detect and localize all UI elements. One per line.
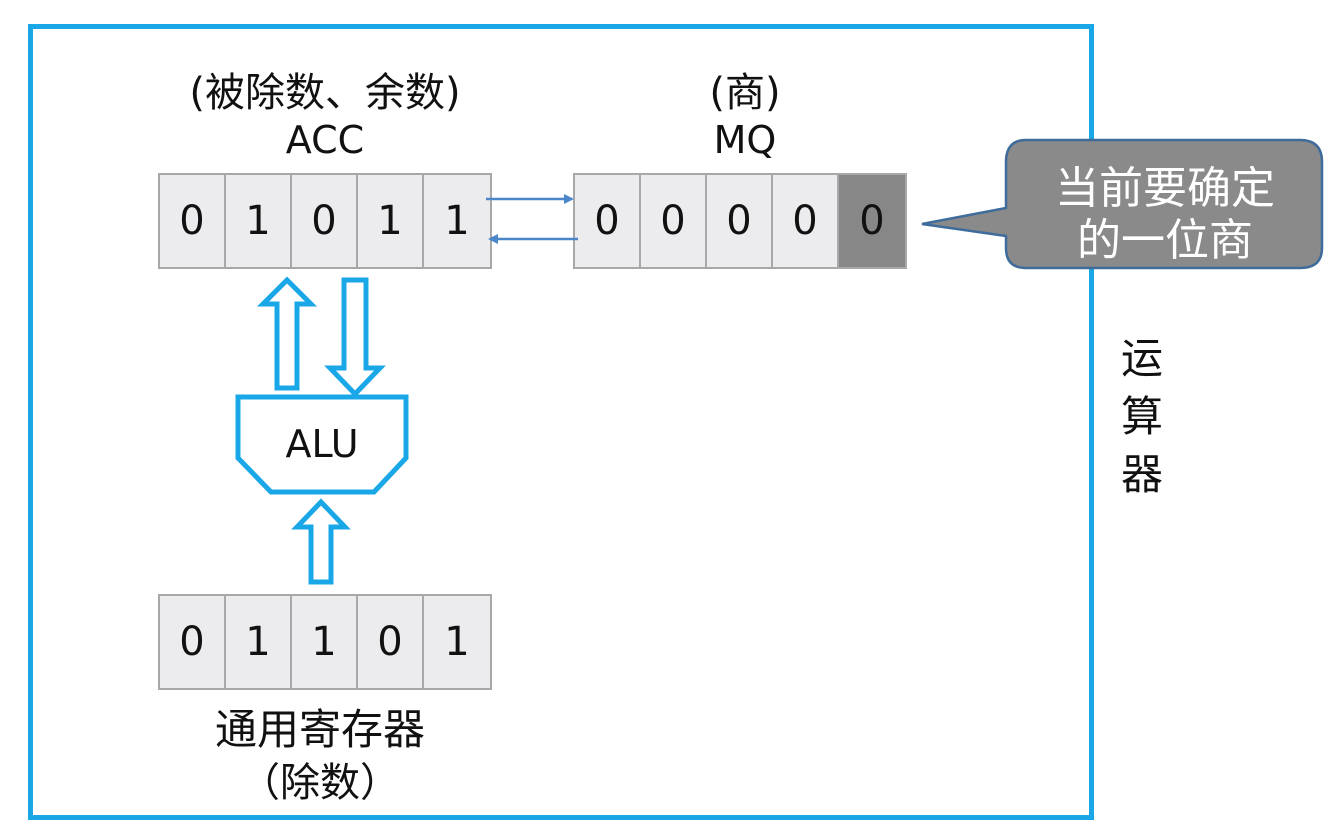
mq-register: 0 0 0 0 0	[573, 173, 907, 269]
mq-bit: 0	[641, 175, 707, 267]
general-register: 0 1 1 0 1	[158, 594, 492, 690]
mq-current-quotient-bit: 0	[839, 175, 905, 267]
acc-caption: (被除数、余数)	[189, 70, 461, 116]
general-register-name: 通用寄存器	[214, 705, 425, 754]
general-register-caption: （除数）	[240, 760, 400, 806]
acc-bit: 1	[358, 175, 424, 267]
general-register-bit: 0	[358, 596, 424, 688]
alu-block	[235, 394, 409, 495]
acc-bit: 0	[292, 175, 358, 267]
mq-bit: 0	[707, 175, 773, 267]
alu-to-acc-arrow	[256, 276, 318, 391]
general-register-bit: 0	[160, 596, 226, 688]
general-register-bit: 1	[226, 596, 292, 688]
acc-bit: 0	[160, 175, 226, 267]
callout-text-line2: 的一位商	[1077, 215, 1253, 266]
general-register-bit: 1	[424, 596, 490, 688]
unit-title-char: 器	[1120, 450, 1163, 499]
unit-title-char: 算	[1120, 392, 1163, 441]
mq-bit: 0	[575, 175, 641, 267]
acc-bit: 1	[424, 175, 490, 267]
mq-name: MQ	[713, 118, 777, 162]
acc-to-alu-arrow	[324, 277, 386, 398]
acc-bit: 1	[226, 175, 292, 267]
arithmetic-unit-title: 运 算 器	[1112, 330, 1172, 504]
arithmetic-unit-frame	[28, 24, 1094, 820]
alu-label: ALU	[285, 422, 359, 466]
callout-text-line1: 当前要确定	[1055, 163, 1275, 214]
acc-name: ACC	[285, 118, 365, 162]
general-register-bit: 1	[292, 596, 358, 688]
callout-bubble	[921, 138, 1324, 270]
mq-bit: 0	[773, 175, 839, 267]
register-to-alu-arrow	[291, 498, 351, 585]
mq-caption: (商)	[709, 70, 781, 116]
unit-title-char: 运	[1120, 334, 1163, 383]
acc-register: 0 1 0 1 1	[158, 173, 492, 269]
